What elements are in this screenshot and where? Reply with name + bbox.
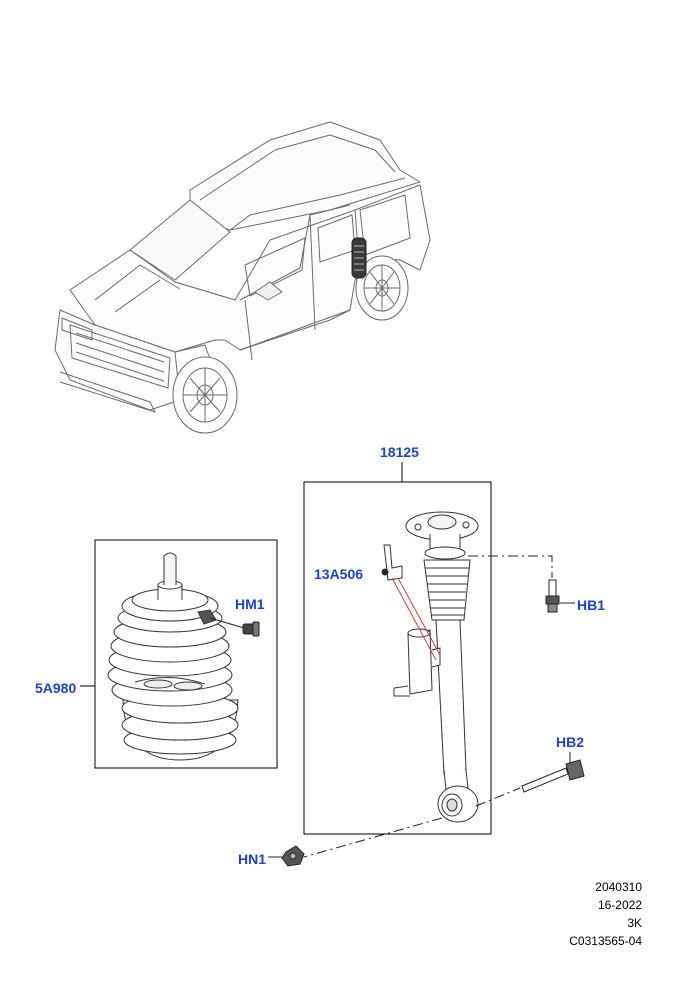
callout-hb1[interactable]: HB1 bbox=[577, 597, 606, 613]
air-spring-illustration bbox=[107, 552, 239, 761]
callout-5a980[interactable]: 5A980 bbox=[35, 680, 77, 696]
hn1-nut bbox=[268, 817, 443, 867]
diagram-code: 2040310 bbox=[595, 880, 642, 894]
callout-hn1[interactable]: HN1 bbox=[238, 851, 267, 867]
hb2-bolt bbox=[475, 752, 585, 807]
vehicle-illustration bbox=[54, 121, 431, 434]
shock-absorber-illustration bbox=[393, 511, 479, 823]
callout-hm1[interactable]: HM1 bbox=[235, 596, 265, 612]
13a506-sensor bbox=[381, 544, 441, 661]
callout-18125[interactable]: 18125 bbox=[380, 444, 419, 460]
hb1-bolt bbox=[468, 555, 575, 613]
diagram-date: 16-2022 bbox=[597, 898, 642, 912]
diagram-reference: C0313565-04 bbox=[569, 934, 642, 948]
hm1-fitting bbox=[209, 617, 260, 637]
diagram-variant: 3K bbox=[627, 916, 642, 930]
air-spring-frame bbox=[94, 539, 278, 769]
callout-13a506[interactable]: 13A506 bbox=[314, 566, 364, 582]
callout-hb2[interactable]: HB2 bbox=[556, 734, 585, 750]
shock-frame bbox=[303, 481, 492, 835]
